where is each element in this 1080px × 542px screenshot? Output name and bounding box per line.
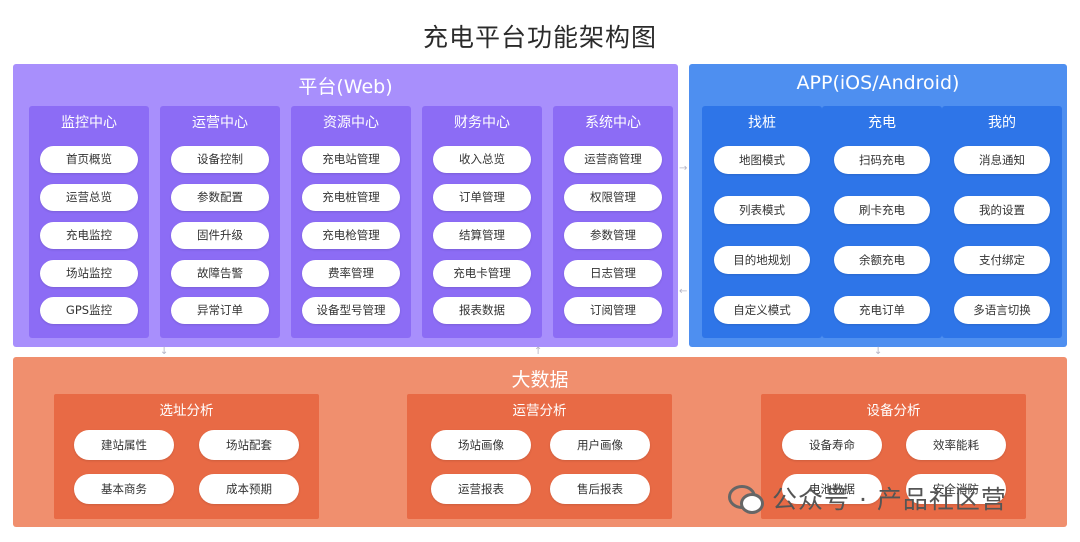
module-pill[interactable]: 运营报表 (431, 474, 531, 504)
module-pill[interactable]: 故障告警 (171, 260, 269, 287)
column-title: 财务中心 (454, 115, 510, 131)
module-pill[interactable]: 首页概览 (40, 146, 138, 173)
module-pill[interactable]: 充电监控 (40, 222, 138, 249)
module-pill[interactable]: 固件升级 (171, 222, 269, 249)
column-title: 监控中心 (61, 115, 117, 131)
arrow-right-icon: → (679, 163, 688, 174)
column-title: 找桩 (748, 115, 776, 131)
group-title: 设备分析 (866, 403, 921, 419)
module-pill[interactable]: 设备型号管理 (302, 297, 400, 324)
web-column-monitoring: 监控中心 首页概览 运营总览 充电监控 场站监控 GPS监控 (29, 106, 149, 338)
column-title: 我的 (988, 115, 1016, 131)
watermark-text: 公众号 · 产品社区营 (772, 485, 1007, 514)
web-column-finance: 财务中心 收入总览 订单管理 结算管理 充电卡管理 报表数据 (422, 106, 542, 338)
module-pill[interactable]: 运营商管理 (564, 146, 662, 173)
module-pill[interactable]: 基本商务 (74, 474, 174, 504)
web-platform-section: 平台(Web) 监控中心 首页概览 运营总览 充电监控 场站监控 GPS监控 运… (13, 64, 678, 347)
arrow-left-icon: ← (679, 286, 688, 297)
group-device-analysis: 设备分析 设备寿命 效率能耗 电池数据 安全消防 (761, 394, 1026, 519)
module-pill[interactable]: 运营总览 (40, 184, 138, 211)
module-pill[interactable]: 结算管理 (433, 222, 531, 249)
column-title: 资源中心 (323, 115, 379, 131)
module-pill[interactable]: 订阅管理 (564, 297, 662, 324)
module-pill[interactable]: 订单管理 (433, 184, 531, 211)
app-column-mine: 我的 消息通知 我的设置 支付绑定 多语言切换 (942, 106, 1062, 338)
app-section: APP(iOS/Android) 找桩 地图模式 列表模式 目的地规划 自定义模… (689, 64, 1067, 347)
group-title: 运营分析 (512, 403, 567, 419)
module-pill[interactable]: 电池数据 (782, 474, 882, 504)
web-column-operations: 运营中心 设备控制 参数配置 固件升级 故障告警 异常订单 (160, 106, 280, 338)
module-pill[interactable]: 充电站管理 (302, 146, 400, 173)
wechat-icon (728, 483, 764, 514)
module-pill[interactable]: 用户画像 (550, 430, 650, 460)
module-pill[interactable]: 充电卡管理 (433, 260, 531, 287)
module-pill[interactable]: 权限管理 (564, 184, 662, 211)
module-pill[interactable]: 充电桩管理 (302, 184, 400, 211)
page-title: 充电平台功能架构图 (422, 23, 657, 52)
module-pill[interactable]: 收入总览 (433, 146, 531, 173)
module-pill[interactable]: 充电枪管理 (302, 222, 400, 249)
module-pill[interactable]: 异常订单 (171, 297, 269, 324)
web-column-system: 系统中心 运营商管理 权限管理 参数管理 日志管理 订阅管理 (553, 106, 673, 338)
app-column-charge: 充电 扫码充电 刷卡充电 余额充电 充电订单 (822, 106, 942, 338)
module-pill[interactable]: 支付绑定 (954, 246, 1050, 274)
arrow-down-icon: ↓ (874, 346, 883, 357)
group-operation-analysis: 运营分析 场站画像 用户画像 运营报表 售后报表 (407, 394, 672, 519)
arrow-down-icon: ↓ (160, 346, 169, 357)
module-pill[interactable]: 列表模式 (714, 196, 810, 224)
module-pill[interactable]: 多语言切换 (954, 296, 1050, 324)
module-pill[interactable]: 充电订单 (834, 296, 930, 324)
web-column-resources: 资源中心 充电站管理 充电桩管理 充电枪管理 费率管理 设备型号管理 (291, 106, 411, 338)
column-title: 充电 (868, 115, 896, 131)
module-pill[interactable]: 余额充电 (834, 246, 930, 274)
app-column-find-pile: 找桩 地图模式 列表模式 目的地规划 自定义模式 (702, 106, 822, 338)
module-pill[interactable]: 设备寿命 (782, 430, 882, 460)
bigdata-section: 大数据 选址分析 建站属性 场站配套 基本商务 成本预期 运营分析 场站画像 用… (13, 357, 1067, 527)
module-pill[interactable]: 消息通知 (954, 146, 1050, 174)
watermark: 公众号 · 产品社区营 (728, 480, 1007, 516)
module-pill[interactable]: 安全消防 (906, 474, 1006, 504)
module-pill[interactable]: 参数配置 (171, 184, 269, 211)
module-pill[interactable]: 地图模式 (714, 146, 810, 174)
module-pill[interactable]: 自定义模式 (714, 296, 810, 324)
module-pill[interactable]: 参数管理 (564, 222, 662, 249)
module-pill[interactable]: 刷卡充电 (834, 196, 930, 224)
module-pill[interactable]: 场站画像 (431, 430, 531, 460)
group-title: 选址分析 (159, 403, 214, 419)
module-pill[interactable]: GPS监控 (40, 297, 138, 324)
module-pill[interactable]: 建站属性 (74, 430, 174, 460)
module-pill[interactable]: 我的设置 (954, 196, 1050, 224)
module-pill[interactable]: 报表数据 (433, 297, 531, 324)
group-site-analysis: 选址分析 建站属性 场站配套 基本商务 成本预期 (54, 394, 319, 519)
arrow-up-icon: ↑ (534, 346, 543, 357)
column-title: 系统中心 (585, 115, 641, 131)
module-pill[interactable]: 效率能耗 (906, 430, 1006, 460)
module-pill[interactable]: 场站配套 (199, 430, 299, 460)
module-pill[interactable]: 费率管理 (302, 260, 400, 287)
web-platform-title: 平台(Web) (298, 76, 393, 98)
app-section-title: APP(iOS/Android) (796, 72, 960, 94)
column-title: 运营中心 (192, 115, 248, 131)
module-pill[interactable]: 售后报表 (550, 474, 650, 504)
module-pill[interactable]: 场站监控 (40, 260, 138, 287)
module-pill[interactable]: 日志管理 (564, 260, 662, 287)
module-pill[interactable]: 扫码充电 (834, 146, 930, 174)
module-pill[interactable]: 目的地规划 (714, 246, 810, 274)
module-pill[interactable]: 成本预期 (199, 474, 299, 504)
bigdata-title: 大数据 (511, 369, 569, 391)
module-pill[interactable]: 设备控制 (171, 146, 269, 173)
